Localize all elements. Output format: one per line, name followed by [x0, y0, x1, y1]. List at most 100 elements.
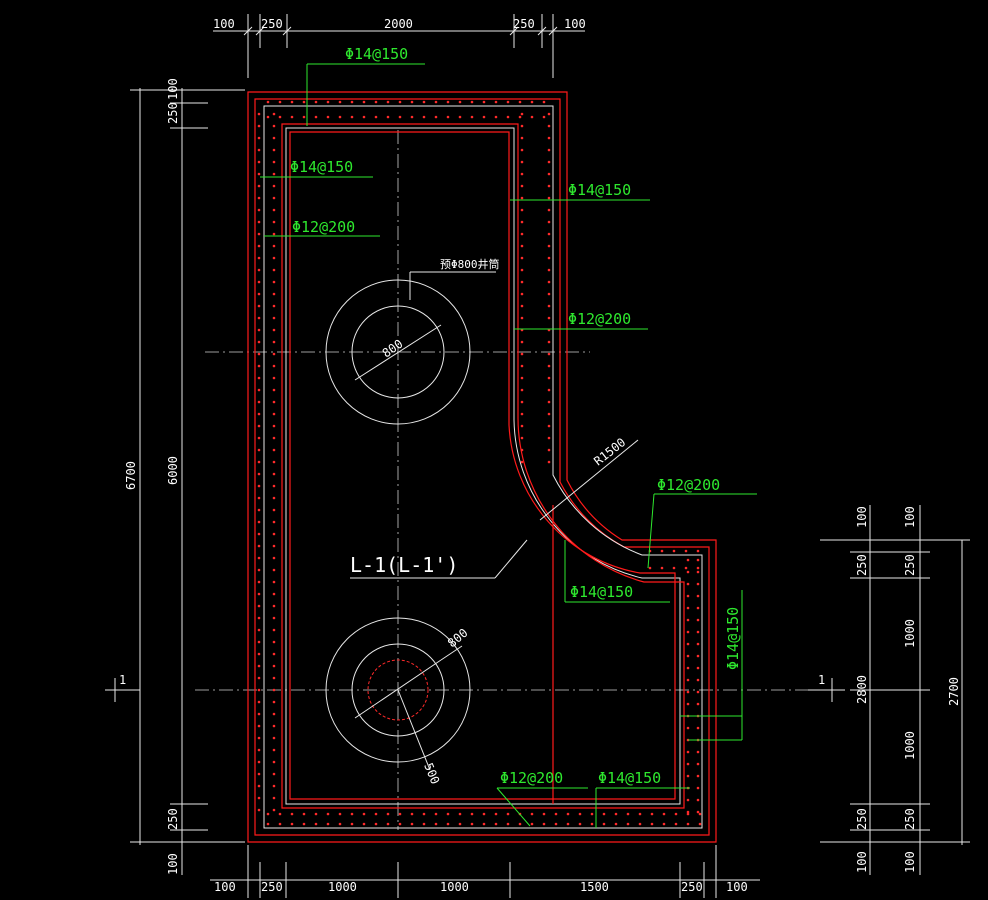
rebar-dot	[272, 580, 276, 584]
rebar-dot	[302, 812, 306, 816]
rebar-dot	[566, 822, 570, 826]
rebar-dot	[547, 376, 551, 380]
rebar-dot	[547, 136, 551, 140]
rebar-dot	[590, 822, 594, 826]
rebar-dot	[386, 115, 390, 119]
rebar-dot	[470, 812, 474, 816]
rebar-dot	[272, 808, 276, 812]
rebar-dot	[520, 208, 524, 212]
rebar-dot	[257, 172, 261, 176]
rebar-dot	[686, 582, 690, 586]
rebar-dot	[520, 304, 524, 308]
rebar-dot	[686, 726, 690, 730]
rebar-dot	[482, 115, 486, 119]
rebar-dot	[257, 472, 261, 476]
rebar-dot	[547, 364, 551, 368]
rebar-dot	[257, 712, 261, 716]
rebar-dot	[257, 220, 261, 224]
rebar-label-arc-2: Φ14@150	[570, 583, 633, 601]
rebar-dot	[257, 388, 261, 392]
rebar-dot	[257, 376, 261, 380]
rebar-dot	[272, 292, 276, 296]
rebar-dot	[272, 472, 276, 476]
rebar-dot	[257, 280, 261, 284]
rebar-dot	[520, 244, 524, 248]
rebar-dot	[257, 628, 261, 632]
rebar-dot	[272, 160, 276, 164]
rebar-dot	[684, 549, 688, 553]
rebar-dot	[257, 688, 261, 692]
rebar-dot	[257, 208, 261, 212]
rebar-dot	[272, 688, 276, 692]
rebar-dot	[257, 184, 261, 188]
rebar-dot	[302, 822, 306, 826]
rebar-dot	[684, 566, 688, 570]
rebar-dot	[350, 115, 354, 119]
rebar-dot	[272, 628, 276, 632]
rebar-dot	[257, 316, 261, 320]
rebar-dot	[520, 112, 524, 116]
rebar-dot	[686, 654, 690, 658]
rebar-dot	[422, 822, 426, 826]
rebar-dot	[272, 772, 276, 776]
rebar-dot	[547, 424, 551, 428]
rebar-dot	[470, 100, 474, 104]
right-dim-2700: 2700	[947, 677, 961, 706]
rebar-dot	[434, 812, 438, 816]
rebar-dot	[520, 412, 524, 416]
rebar-dot	[278, 100, 282, 104]
rebar-dot	[520, 364, 524, 368]
rebar-dot	[350, 812, 354, 816]
rebar-dot	[520, 376, 524, 380]
rebar-dot	[272, 460, 276, 464]
rebar-dot	[672, 549, 676, 553]
rebar-dot	[547, 460, 551, 464]
rebar-dot	[520, 352, 524, 356]
rebar-dot	[520, 184, 524, 188]
rebar-dot	[257, 148, 261, 152]
right-dim-100-b: 100	[903, 506, 917, 528]
rebar-dot	[374, 115, 378, 119]
rebar-dot	[547, 316, 551, 320]
rebar-dot	[614, 822, 618, 826]
left-dim-100: 100	[166, 78, 180, 100]
rebar-dot	[257, 196, 261, 200]
left-dim-6000: 6000	[166, 456, 180, 485]
left-dimension-chain: 250 100 6700 6000 250 100	[124, 78, 245, 875]
rebar-dot	[547, 340, 551, 344]
rebar-dot	[272, 124, 276, 128]
slab-outer-edge	[247, 91, 717, 843]
rebar-dot	[257, 328, 261, 332]
rebar-dot	[696, 606, 700, 610]
rebar-dot	[257, 436, 261, 440]
rebar-label-left-2: Φ12@200	[292, 218, 355, 236]
rebar-dot	[350, 822, 354, 826]
rebar-dot	[434, 115, 438, 119]
rebar-dot	[272, 412, 276, 416]
rebar-dot	[272, 328, 276, 332]
rebar-dot	[272, 400, 276, 404]
left-dim-6700: 6700	[124, 461, 138, 490]
rebar-dot	[520, 448, 524, 452]
rebar-dot	[520, 436, 524, 440]
right-dim-250-c: 250	[855, 808, 869, 830]
rebar-dot	[257, 256, 261, 260]
rebar-dot	[547, 268, 551, 272]
rebar-dot	[257, 664, 261, 668]
rebar-dot	[338, 100, 342, 104]
rebar-dot	[494, 822, 498, 826]
centre-lines: 1 1	[105, 130, 845, 830]
rebar-dot	[542, 115, 546, 119]
rebar-dot	[386, 822, 390, 826]
rebar-dot	[446, 822, 450, 826]
rebar-dot	[272, 172, 276, 176]
rebar-dot	[614, 812, 618, 816]
rebar-dot	[520, 148, 524, 152]
shaft-note: 预Φ800井筒	[440, 257, 500, 271]
rebar-dot	[272, 496, 276, 500]
rebar-dot	[422, 100, 426, 104]
rebar-dot	[696, 594, 700, 598]
rebar-dot	[520, 292, 524, 296]
rebar-label-top: Φ14@150	[345, 45, 408, 63]
rebar-dot	[272, 376, 276, 380]
